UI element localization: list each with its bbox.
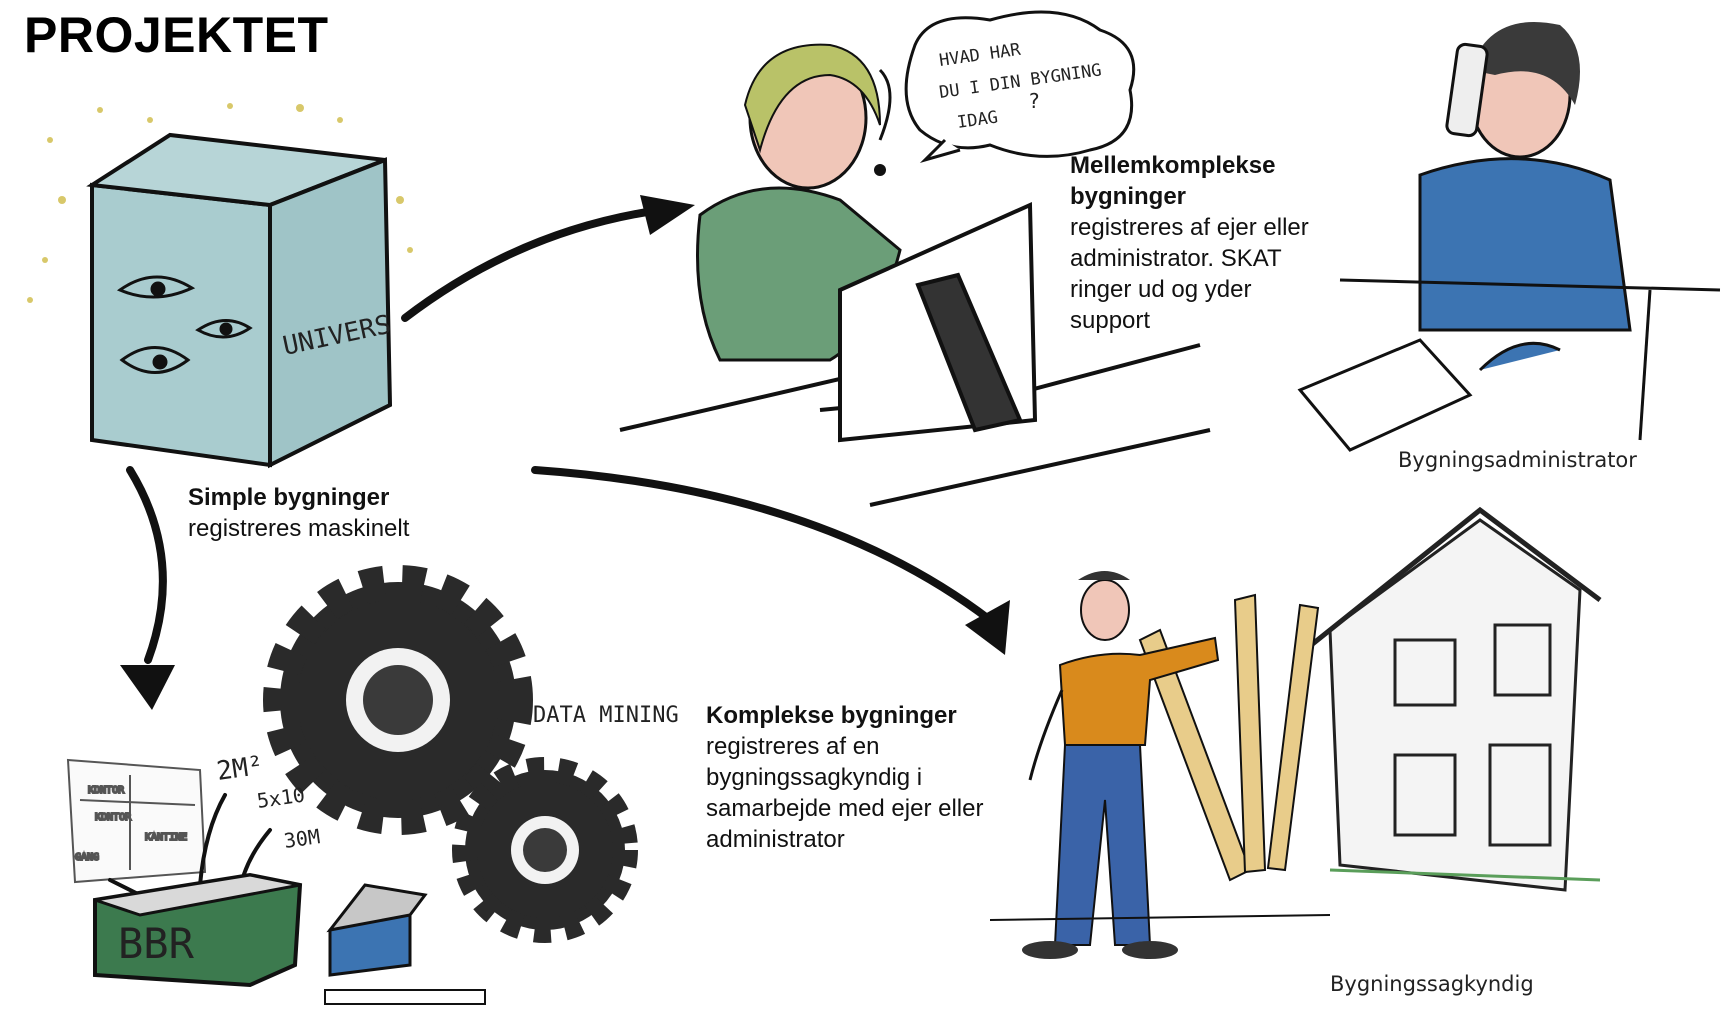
arrowhead-icon (120, 665, 175, 710)
speech-line: ? (1028, 89, 1040, 113)
complex-buildings-line: bygningssagkyndig i (706, 764, 923, 791)
expert-caption: Bygningssagkyndig (1330, 972, 1534, 996)
building-sketch (1303, 506, 1602, 892)
gear-icon (263, 565, 533, 835)
medium-buildings-line: support (1070, 307, 1151, 334)
gear-icon (452, 757, 638, 943)
plan-room-label: KANTINE (145, 832, 187, 843)
complex-buildings-text: Komplekse bygninger registreres af en by… (706, 700, 983, 855)
complex-buildings-line: samarbejde med ejer eller (706, 795, 984, 822)
sparkle-dots (27, 103, 413, 303)
phone-icon (1445, 42, 1489, 138)
plan-room-label: GANG (75, 852, 99, 863)
arrow-to-bbr (126, 466, 167, 664)
bbr-box: BBR (93, 872, 303, 988)
complex-buildings-line: administrator (706, 826, 845, 853)
document-icon (1297, 338, 1473, 452)
administrator-man (1297, 22, 1721, 452)
arrow-to-medium (401, 206, 664, 322)
small-house-icon (326, 883, 428, 977)
medium-buildings-heading: Mellemkomplekse (1070, 152, 1276, 179)
simple-buildings-text: Simple bygninger registreres maskinelt (188, 482, 409, 544)
rulers-icon (1138, 593, 1320, 882)
flow-arrows (126, 206, 994, 664)
floor-plan: KONTOR KONTOR KANTINE GANG (66, 758, 207, 884)
plan-room-label: KONTOR (95, 812, 132, 823)
medium-buildings-line: ringer ud og yder (1070, 276, 1252, 303)
simple-buildings-line: registreres maskinelt (188, 515, 410, 542)
measure-label: 2M² (215, 751, 266, 787)
ruler-icon (324, 989, 486, 1005)
plan-room-label: KONTOR (88, 785, 125, 796)
universe-cube: UNIVERS (27, 103, 413, 469)
administrator-caption: Bygningsadministrator (1398, 448, 1637, 472)
expert-woman (1022, 571, 1220, 959)
medium-buildings-line: administrator. SKAT (1070, 245, 1282, 272)
data-mining-label: DATA MINING (533, 703, 679, 728)
bbr-label: BBR (118, 919, 195, 968)
eye-icon (116, 275, 253, 374)
medium-buildings-line: registreres af ejer eller (1070, 214, 1309, 241)
measure-label: 30M (282, 824, 321, 853)
simple-buildings-heading: Simple bygninger (188, 484, 390, 511)
arrowhead-icon (965, 600, 1010, 655)
medium-buildings-heading: bygninger (1070, 183, 1187, 210)
page-title: PROJEKTET (24, 7, 329, 63)
arrowhead-icon (640, 195, 695, 235)
complex-buildings-line: registreres af en (706, 733, 880, 760)
complex-buildings-heading: Komplekse bygninger (706, 702, 957, 729)
desk-with-monitor (619, 201, 1211, 507)
arrow-to-complex (531, 466, 994, 624)
measure-label: 5x10 (255, 782, 306, 812)
medium-buildings-text: Mellemkomplekse bygninger registreres af… (1070, 150, 1309, 336)
speech-bubble: HVAD HAR DU I DIN BYGNING IDAG ? (904, 10, 1136, 164)
